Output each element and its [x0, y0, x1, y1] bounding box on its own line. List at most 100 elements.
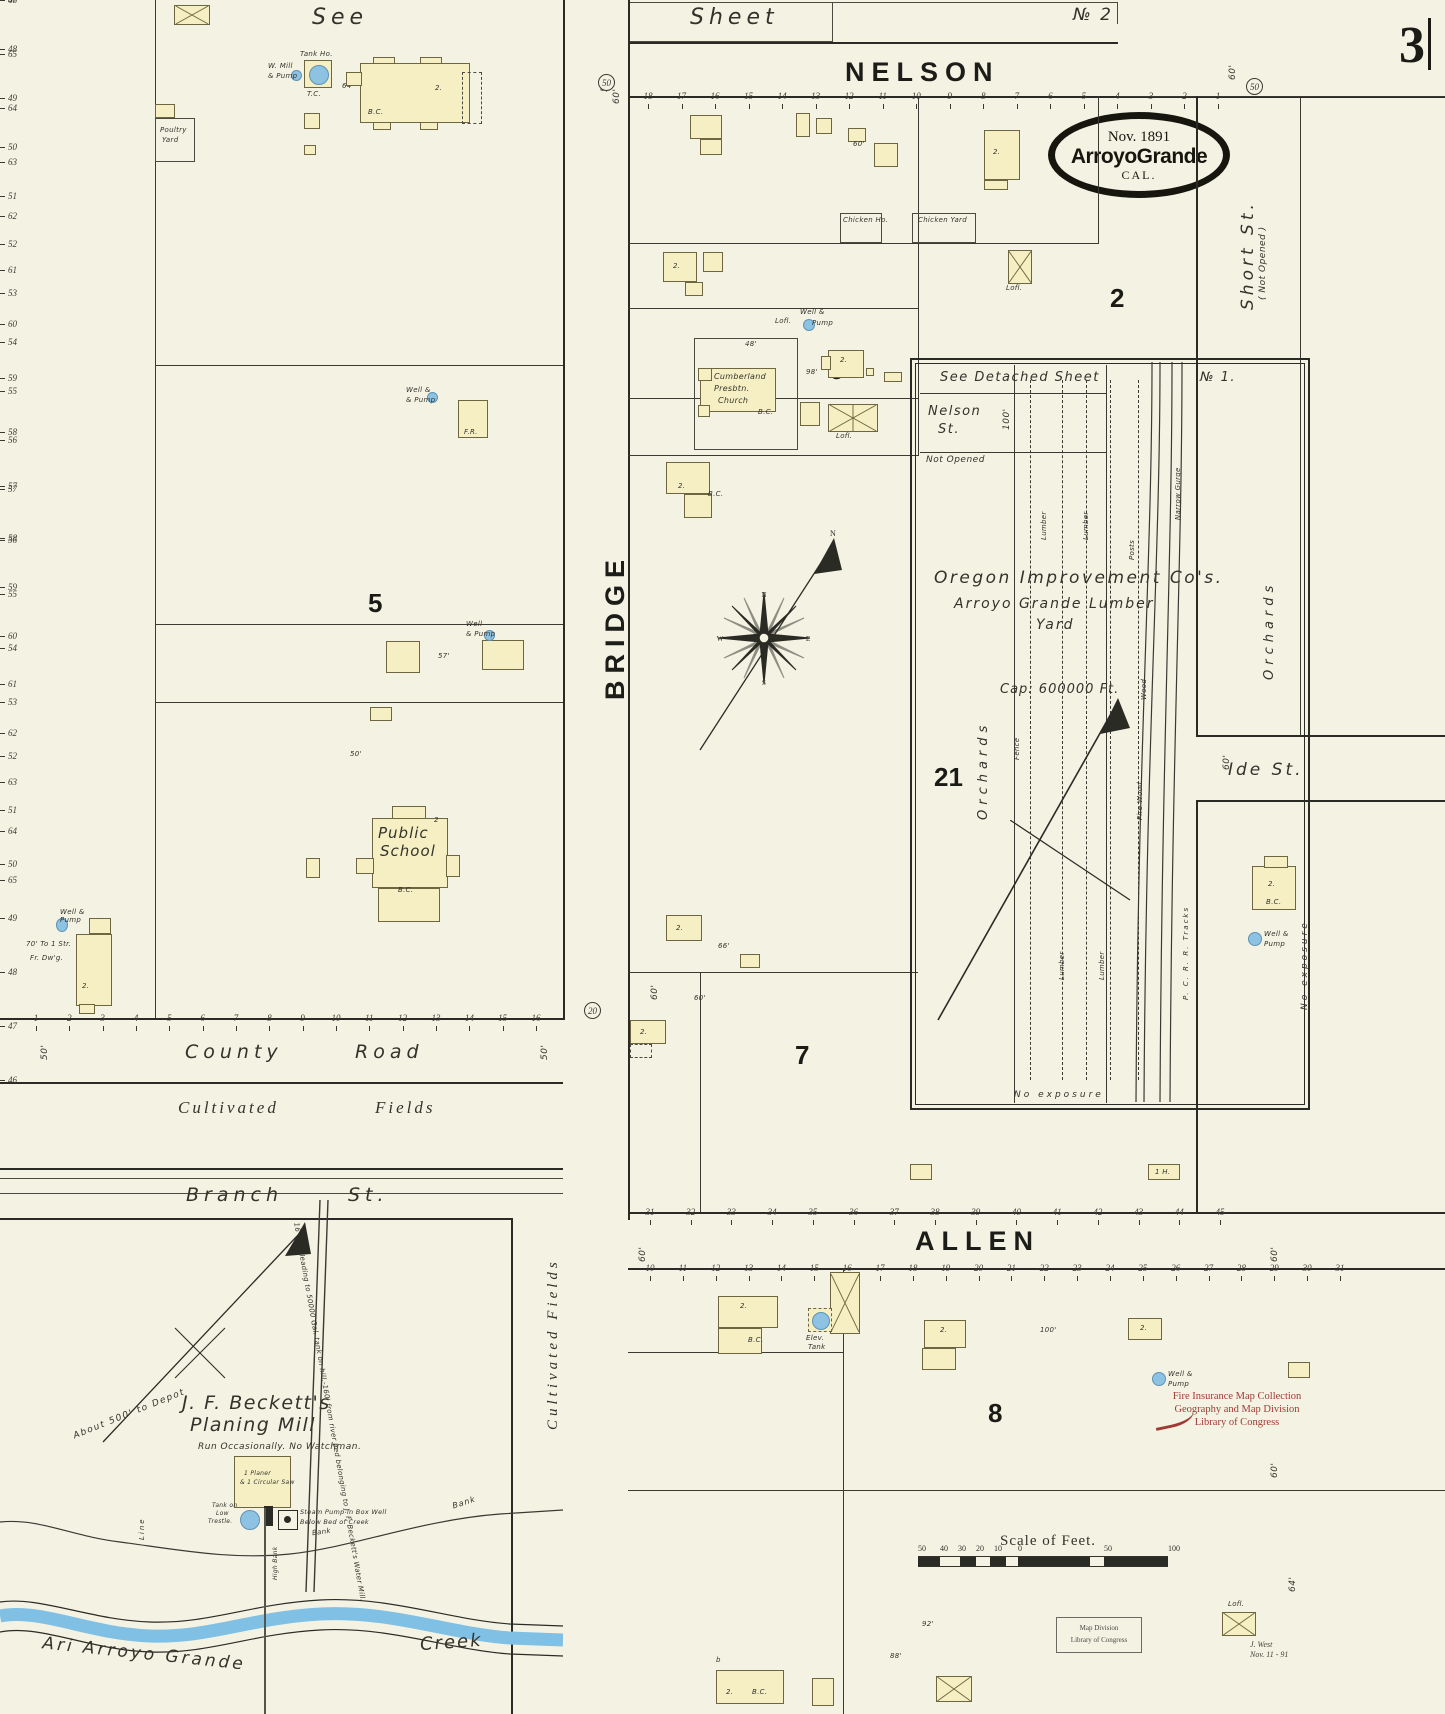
building-b6-a-shed — [866, 368, 874, 376]
ruler-label: 61 — [8, 265, 17, 275]
ruler-label: 12 — [711, 1263, 721, 1273]
page-marker-right: 50 — [1246, 78, 1263, 95]
ruler-tick — [102, 1026, 104, 1031]
ruler-label: 49 — [8, 913, 17, 923]
distance-b8-south2: 92' — [922, 1620, 934, 1628]
elev-tank-label-b: Tank — [808, 1343, 826, 1351]
ruler-label: 52 — [8, 239, 17, 250]
public-school-rear — [378, 888, 440, 922]
scale-seg-3 — [990, 1557, 1006, 1566]
building-b6-b — [884, 372, 902, 382]
map-division-line-1: Map Division — [1079, 1624, 1119, 1632]
ruler-tick — [894, 1220, 896, 1225]
street-label-county-a: County — [185, 1041, 283, 1063]
see-label-left: See — [312, 5, 369, 30]
building-b2-e — [874, 143, 898, 167]
ruler-tick — [882, 104, 884, 109]
ruler-label: 21 — [1006, 1263, 1016, 1273]
parcel-line-s-3 — [628, 1490, 843, 1492]
steam-pump-note-1: Steam Pump in Box Well — [300, 1508, 387, 1516]
ruler-tick — [469, 1026, 471, 1031]
street-line-allen-south — [628, 1268, 1445, 1270]
building-b8-b-rear — [922, 1348, 956, 1370]
ruler-tick — [0, 0, 5, 1]
ruler-tick — [1184, 104, 1186, 109]
ruler-tick — [849, 104, 851, 109]
ruler-label: 12 — [844, 91, 854, 101]
street-line-short-east — [1300, 96, 1302, 736]
ruler-tick — [0, 648, 5, 649]
signature-name: J. West — [1250, 1640, 1273, 1649]
building-b2-c — [816, 118, 832, 134]
building-b2-g-rear — [685, 282, 703, 296]
ruler-tick — [880, 1276, 881, 1281]
ruler-label: 59 — [8, 373, 17, 383]
building-b8-barn — [830, 1272, 860, 1334]
ruler-tick — [1340, 1276, 1341, 1281]
steam-pump-note-2: Below Bed of Creek — [300, 1518, 369, 1526]
building-b8-e-construction: B.C. — [752, 1688, 768, 1696]
dwelling-ide-a-story: 2. — [1268, 880, 1276, 888]
public-school-story: 2 — [434, 816, 439, 824]
ruler-label: 62 — [8, 211, 17, 221]
ruler-tick — [69, 1026, 71, 1031]
ruler-label: 38 — [930, 1207, 940, 1217]
ruler-label: 15 — [744, 91, 754, 101]
ruler-tick — [0, 432, 5, 433]
ruler-label: 35 — [808, 1207, 818, 1217]
ruler-label: 27 — [1204, 1263, 1214, 1273]
ruler-tick — [0, 378, 5, 379]
building-b2-f — [984, 130, 1020, 180]
public-school-entry — [392, 806, 426, 819]
elevated-tank-water — [812, 1312, 830, 1330]
ruler-label: 36 — [849, 1207, 859, 1217]
ruler-tick — [682, 1276, 684, 1281]
label-cultivated-fields-b: Fields — [375, 1098, 436, 1117]
ruler-label: 60 — [8, 319, 17, 329]
ruler-tick — [1274, 1276, 1276, 1281]
ruler-label: 53 — [8, 697, 17, 707]
ruler-tick — [1307, 1276, 1309, 1281]
well-label-ide-b: Pump — [1264, 940, 1286, 948]
ruler-label: 33 — [726, 1207, 736, 1217]
lumber-yard-crossmark — [1010, 820, 1131, 901]
orchards-label-right: Orchards — [1262, 580, 1277, 680]
church-label-b: Presbtn. — [714, 384, 750, 393]
poultry-yard-enclosure — [155, 118, 195, 162]
ruler-label: 46 — [8, 1075, 17, 1085]
title-date: Nov. 1891 — [1107, 128, 1171, 145]
dwelling-sw-porch — [79, 1004, 95, 1014]
creek-label: Creek — [419, 1629, 484, 1656]
no-exposure-bottom: No exposure — [1014, 1090, 1104, 1100]
parcel-line-e-1 — [628, 243, 1098, 245]
map-division-line-2: Library of Congress — [1070, 1636, 1128, 1644]
street-line-county-south — [0, 1082, 563, 1084]
ruler-label: 55 — [8, 589, 17, 599]
mill-tank-water — [240, 1510, 260, 1530]
ruler-label: 62 — [8, 728, 17, 739]
ruler-label: 10 — [331, 1013, 341, 1023]
lumber-yard-name-1: Oregon Improvement Co's. — [934, 568, 1224, 588]
church-label-a: Cumberland — [714, 372, 767, 381]
ruler-label: 44 — [1174, 1207, 1184, 1217]
parcel-line-e-6 — [1098, 96, 1100, 244]
distance-b8-east: 64' — [1288, 1576, 1298, 1592]
loc-stamp-line-2: Geography and Map Division — [1174, 1404, 1300, 1415]
ruler-label: 57 — [8, 481, 17, 491]
map-title-cartouche: Nov. 1891 ArroyoGrande CAL. — [1048, 112, 1230, 198]
ruler-label: 12 — [398, 1013, 408, 1023]
ruler-label: 20 — [974, 1263, 984, 1273]
building-b6-a-loft: Lofl. — [775, 317, 792, 325]
ruler-tick — [650, 1276, 651, 1281]
ruler-tick — [0, 1026, 5, 1027]
well-label-w-mid-b: & Pump — [406, 396, 436, 404]
svg-text:N: N — [830, 530, 836, 538]
building-b2-barn-label: Lofl. — [1006, 284, 1023, 292]
ruler-tick — [945, 1276, 947, 1281]
title-state: CAL. — [1121, 167, 1157, 182]
ruler-label: 6 — [200, 1013, 205, 1023]
street-line-allen-north — [628, 1212, 1445, 1214]
building-b7-d — [910, 1164, 932, 1180]
ruler-label: 2 — [1182, 91, 1187, 101]
ruler-label: 8 — [267, 1013, 272, 1023]
